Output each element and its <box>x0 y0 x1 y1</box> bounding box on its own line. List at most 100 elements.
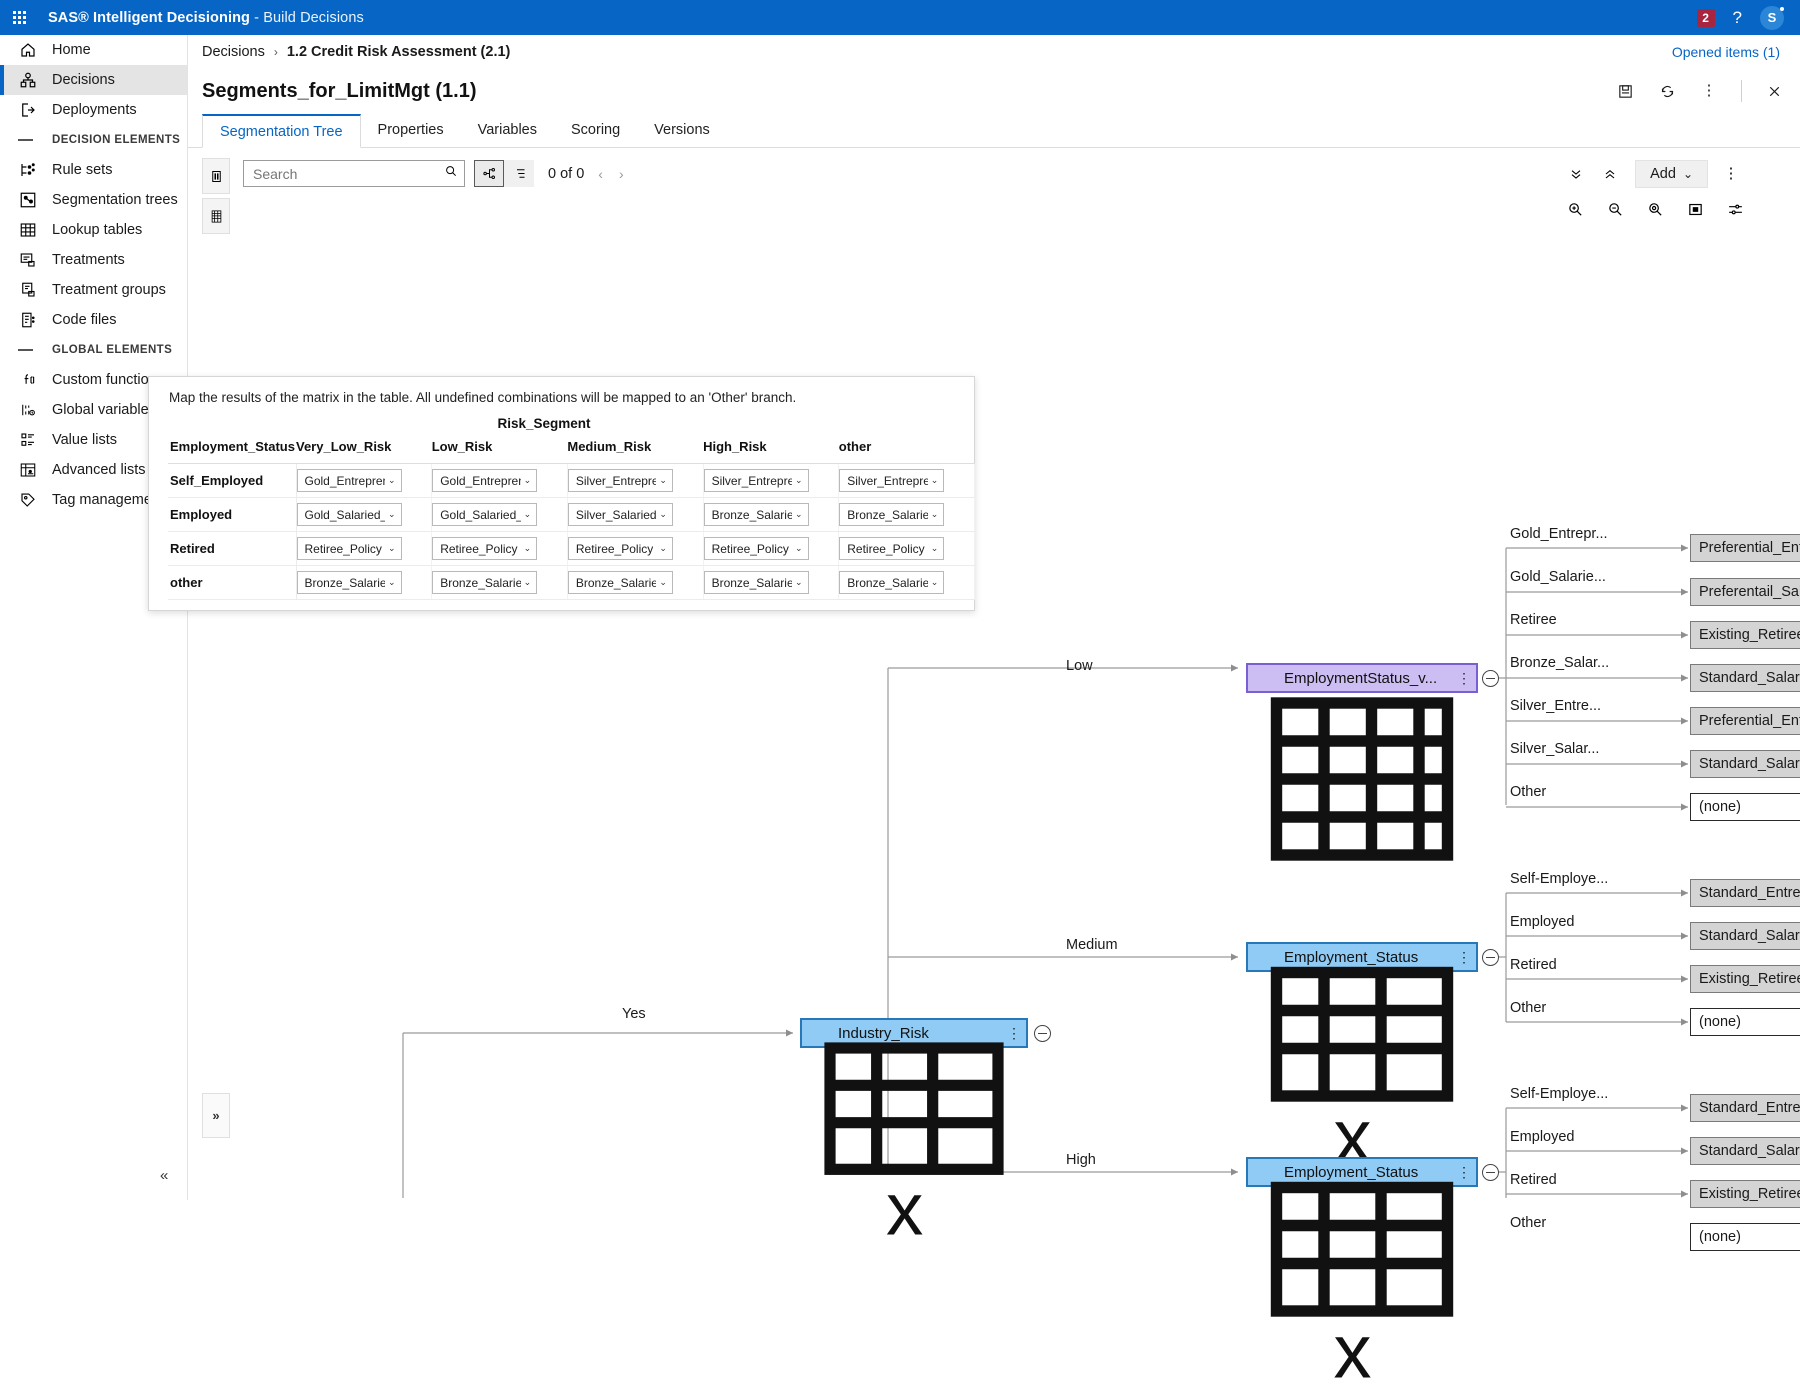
node-industry-risk[interactable]: x Industry_Risk ⋮ <box>800 1018 1028 1048</box>
leaf-value: (none) <box>1699 1014 1800 1030</box>
sidebar-item-treatments[interactable]: Treatments <box>0 245 187 275</box>
layout-icon[interactable] <box>1726 200 1744 218</box>
search-icon[interactable] <box>444 164 458 183</box>
matrix-select[interactable]: Retiree_Policy⌄ <box>297 537 402 560</box>
tab-segmentation-tree[interactable]: Segmentation Tree <box>202 114 361 148</box>
breadcrumb-root[interactable]: Decisions <box>202 44 265 60</box>
sidebar-item-decisions[interactable]: Decisions <box>0 65 187 95</box>
grid-panel-icon[interactable] <box>202 198 230 234</box>
zoom-fit-icon[interactable] <box>1646 200 1664 218</box>
collapse-sidebar-button[interactable]: « <box>160 1167 168 1184</box>
home-icon <box>18 40 38 60</box>
collapse-all-icon[interactable] <box>1593 160 1627 188</box>
collapse-toggle-industry-risk[interactable] <box>1034 1025 1051 1042</box>
node-employmentstatus-low[interactable]: EmploymentStatus_v... ⋮ <box>1246 663 1478 693</box>
rail-expand-button[interactable]: » <box>202 1093 230 1138</box>
leaf-node[interactable]: Standard_Salaried_Li...⋮ <box>1690 664 1800 692</box>
search-input[interactable] <box>253 166 444 182</box>
sidebar-item-deployments[interactable]: Deployments <box>0 95 187 125</box>
sidebar-label: Deployments <box>52 102 137 118</box>
zoom-out-icon[interactable] <box>1606 200 1624 218</box>
zoom-in-icon[interactable] <box>1566 200 1584 218</box>
more-icon[interactable]: ⋮ <box>1699 81 1719 101</box>
leaf-node-empty[interactable]: (none)⋮ <box>1690 1008 1800 1036</box>
leaf-node[interactable]: Existing_Retiree_Pol...⋮ <box>1690 1180 1800 1208</box>
matrix-select[interactable]: Bronze_Salaried...⌄ <box>704 503 809 526</box>
code-files-icon <box>18 310 38 330</box>
leaf-node[interactable]: Existing_Retiree_Pol...⋮ <box>1690 621 1800 649</box>
sidebar-item-code-files[interactable]: Code files <box>0 305 187 335</box>
fit-page-icon[interactable] <box>1686 200 1704 218</box>
leaf-node[interactable]: Preferential_Entrepr...⋮ <box>1690 534 1800 562</box>
search-box[interactable] <box>243 160 465 187</box>
matrix-select[interactable]: Silver_Entrepre...⌄ <box>704 469 809 492</box>
next-match-button[interactable]: › <box>619 166 624 182</box>
add-button[interactable]: Add ⌄ <box>1635 160 1708 188</box>
sidebar-item-rule-sets[interactable]: Rule sets <box>0 155 187 185</box>
node-employment-status-high[interactable]: x Employment_Status ⋮ <box>1246 1157 1478 1187</box>
matrix-select[interactable]: Silver_Salaried_...⌄ <box>568 503 673 526</box>
leaf-node[interactable]: Preferentail_Salarie...⋮ <box>1690 578 1800 606</box>
matrix-select[interactable]: Gold_Entrepren...⌄ <box>297 469 402 492</box>
leaf-node[interactable]: Standard_Entrepreneu...⋮ <box>1690 879 1800 907</box>
refresh-icon[interactable] <box>1657 81 1677 101</box>
save-icon[interactable] <box>1615 81 1635 101</box>
leaf-node[interactable]: Existing_Retiree_Pol...⋮ <box>1690 965 1800 993</box>
list-view-icon[interactable] <box>504 160 534 187</box>
leaf-edge-label: Other <box>1510 784 1546 800</box>
matrix-select[interactable]: Bronze_Salaried...⌄ <box>704 571 809 594</box>
collapse-toggle-medium[interactable] <box>1482 949 1499 966</box>
close-icon[interactable] <box>1764 81 1784 101</box>
tab-scoring[interactable]: Scoring <box>554 114 637 147</box>
leaf-node[interactable]: Preferential_Entrepr...⋮ <box>1690 707 1800 735</box>
matrix-select-value: Retiree_Policy <box>576 542 653 556</box>
matrix-select[interactable]: Gold_Salaried_...⌄ <box>432 503 537 526</box>
expand-all-icon[interactable] <box>1559 160 1593 188</box>
leaf-node[interactable]: Standard_Entrepreneu...⋮ <box>1690 1094 1800 1122</box>
leaf-node[interactable]: Standard_Salaried_Li...⋮ <box>1690 750 1800 778</box>
matrix-cell: Bronze_Salaried...⌄ <box>432 566 568 600</box>
matrix-select[interactable]: Bronze_Salaried...⌄ <box>839 503 944 526</box>
matrix-select[interactable]: Bronze_Salaried...⌄ <box>432 571 537 594</box>
matrix-select[interactable]: Bronze_Salaried...⌄ <box>839 571 944 594</box>
matrix-select[interactable]: Silver_Entrepre...⌄ <box>568 469 673 492</box>
sidebar-item-lookup-tables[interactable]: Lookup tables <box>0 215 187 245</box>
tab-versions[interactable]: Versions <box>637 114 727 147</box>
collapse-toggle-low[interactable] <box>1482 670 1499 687</box>
more-vertical-icon[interactable]: ⋮ <box>1714 160 1748 188</box>
view-toggle-group <box>474 160 534 187</box>
collapse-toggle-high[interactable] <box>1482 1164 1499 1181</box>
matrix-select[interactable]: Retiree_Policy⌄ <box>568 537 673 560</box>
matrix-select[interactable]: Bronze_Salaried...⌄ <box>297 571 402 594</box>
tab-properties[interactable]: Properties <box>361 114 461 147</box>
sidebar-item-treatment-groups[interactable]: Treatment groups <box>0 275 187 305</box>
split-pane-icon[interactable] <box>202 158 230 194</box>
matrix-select[interactable]: Gold_Entrepren...⌄ <box>432 469 537 492</box>
matrix-cell: Gold_Salaried_...⌄ <box>296 498 432 532</box>
matrix-select[interactable]: Silver_Entrepre...⌄ <box>839 469 944 492</box>
leaf-node-empty[interactable]: (none)⋮ <box>1690 1223 1800 1251</box>
opened-items-link[interactable]: Opened items (1) <box>1672 44 1780 60</box>
leaf-node[interactable]: Standard_Salaried_Li...⋮ <box>1690 1137 1800 1165</box>
sidebar-item-segmentation-trees[interactable]: Segmentation trees <box>0 185 187 215</box>
leaf-value: Standard_Salaried_Li... <box>1699 756 1800 772</box>
matrix-select[interactable]: Gold_Salaried_...⌄ <box>297 503 402 526</box>
leaf-node[interactable]: Standard_Salaried_Li...⋮ <box>1690 922 1800 950</box>
matrix-select-value: Bronze_Salaried... <box>847 576 927 590</box>
matrix-select[interactable]: Retiree_Policy⌄ <box>704 537 809 560</box>
matrix-cell: Gold_Salaried_...⌄ <box>432 498 568 532</box>
apps-grid-icon[interactable] <box>0 11 38 24</box>
tree-view-icon[interactable] <box>474 160 504 187</box>
matrix-select[interactable]: Bronze_Salaried...⌄ <box>568 571 673 594</box>
node-employment-status-medium[interactable]: x Employment_Status ⋮ <box>1246 942 1478 972</box>
tab-variables[interactable]: Variables <box>461 114 554 147</box>
matrix-select[interactable]: Retiree_Policy⌄ <box>432 537 537 560</box>
prev-match-button[interactable]: ‹ <box>598 166 603 182</box>
avatar[interactable]: S <box>1760 6 1784 30</box>
help-icon[interactable]: ? <box>1733 9 1742 26</box>
matrix-col-other: other <box>839 435 975 464</box>
sidebar-item-home[interactable]: Home <box>0 35 187 65</box>
leaf-node-empty[interactable]: (none)⋮ <box>1690 793 1800 821</box>
matrix-select[interactable]: Retiree_Policy⌄ <box>839 537 944 560</box>
notification-badge[interactable]: 2 <box>1697 9 1715 27</box>
